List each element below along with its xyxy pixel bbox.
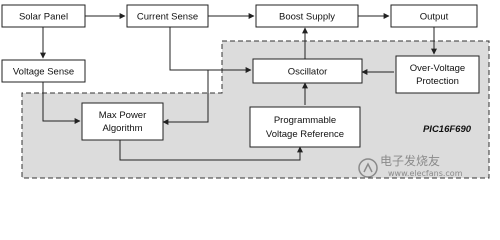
block-output: Output — [390, 4, 478, 28]
boost-supply-label: Boost Supply — [279, 12, 335, 23]
wire-maxpower-to-prog-vref — [119, 140, 303, 161]
over-voltage-label-line2: Protection — [416, 76, 459, 87]
connections — [40, 13, 437, 161]
wire-current-to-maxpower — [162, 70, 209, 125]
block-oscillator: Oscillator — [252, 58, 363, 84]
region-label: PIC16F690 — [423, 124, 472, 135]
solar-panel-label: Solar Panel — [19, 12, 68, 23]
block-over-voltage-protection: Over-Voltage Protection — [395, 55, 480, 94]
block-solar-panel: Solar Panel — [1, 4, 86, 28]
block-programmable-voltage-reference: Programmable Voltage Reference — [249, 106, 361, 148]
watermark-text: 电子发烧友 — [380, 153, 440, 168]
prog-vref-label-line2: Voltage Reference — [266, 129, 344, 140]
max-power-label-line1: Max Power — [99, 110, 147, 121]
oscillator-label: Oscillator — [288, 67, 328, 78]
block-boost-supply: Boost Supply — [255, 4, 359, 28]
current-sense-label: Current Sense — [137, 12, 198, 23]
block-current-sense: Current Sense — [126, 4, 209, 28]
watermark: 电子发烧友 www.elecfans.com — [358, 153, 463, 178]
max-power-label-line2: Algorithm — [102, 123, 142, 134]
voltage-sense-label: Voltage Sense — [13, 67, 74, 78]
block-voltage-sense: Voltage Sense — [1, 59, 86, 83]
over-voltage-label-line1: Over-Voltage — [410, 63, 465, 74]
output-label: Output — [420, 12, 449, 23]
block-max-power-algorithm: Max Power Algorithm — [81, 102, 164, 141]
block-diagram: Solar Panel Current Sense Boost Supply O… — [1, 4, 490, 179]
wire-voltage-sense-to-maxpower — [42, 82, 81, 124]
prog-vref-label-line1: Programmable — [274, 115, 336, 126]
wire-current-to-oscillator — [169, 27, 252, 73]
watermark-url: www.elecfans.com — [388, 169, 463, 178]
watermark-logo-icon — [358, 158, 378, 178]
